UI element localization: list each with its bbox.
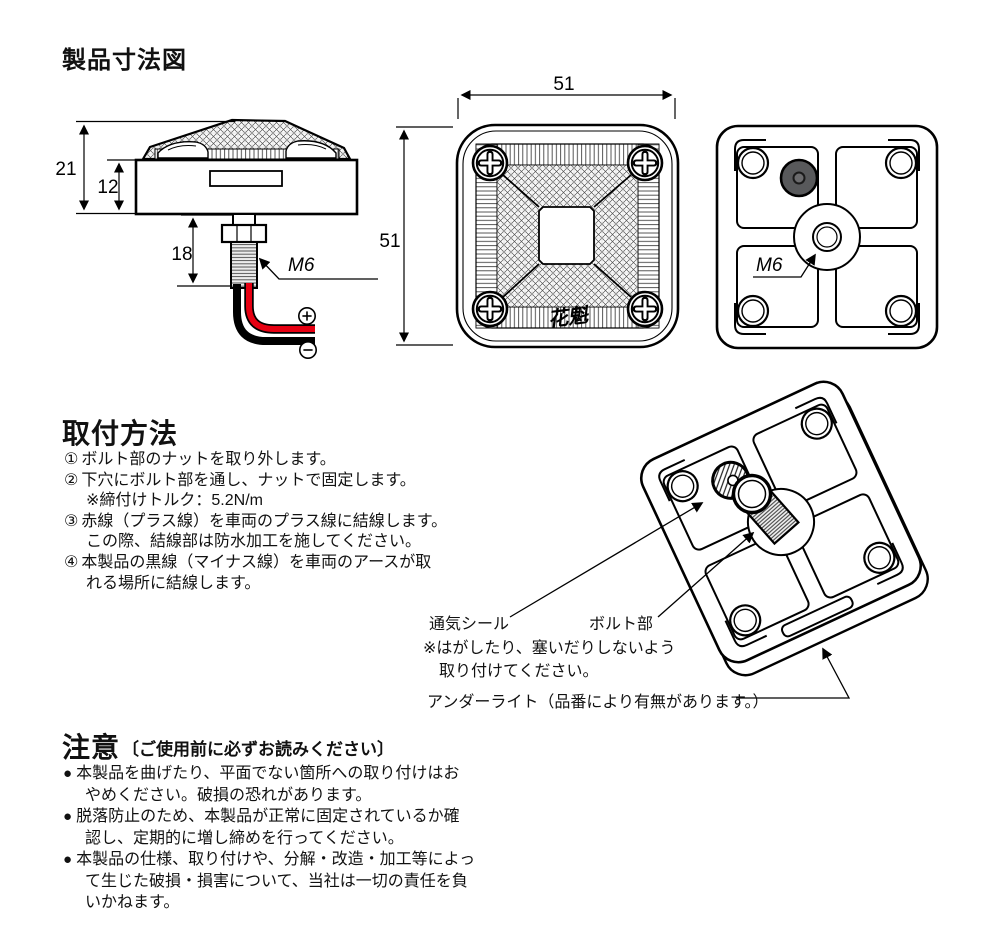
caution-text: 本製品を曲げたり、平面でない箇所への取り付けはお <box>76 765 460 782</box>
m6-leader-back <box>753 253 816 278</box>
step-text: れる場所に結線します。 <box>86 574 261 592</box>
caution-text: て生じた破損・損害について、当社は一切の責任を負 <box>85 872 468 890</box>
dim-front-width: 51 <box>553 74 574 95</box>
tilted-view-drawing <box>509 373 929 699</box>
underlight-window-side <box>209 170 283 187</box>
caution-items: ●本製品を曲げたり、平面でない箇所への取り付けはお やめください。破損の恐れがあ… <box>63 763 475 914</box>
bolt-part-label: ボルト部 <box>589 616 654 633</box>
underlight-label: アンダーライト（品番により有無があります。） <box>427 694 769 711</box>
front-view-drawing: 花魁 51 51 <box>379 74 680 349</box>
caution-heading: 注意 <box>62 732 121 763</box>
caution-text: やめください。破損の恐れがあります。 <box>85 786 372 804</box>
caution-item-3-cont: て生じた破損・損害について、当社は一切の責任を負 <box>63 871 475 893</box>
m6-leader-side <box>258 257 378 280</box>
step-text: 下穴にボルト部を通し、ナットで固定します。 <box>81 471 416 489</box>
side-dimension-lines <box>76 120 235 287</box>
bolt-side <box>220 213 268 289</box>
caution-subnote: 〔ご使用前に必ずお読みください〕 <box>122 740 394 759</box>
black-wire <box>233 284 315 345</box>
dim-bolt-length: 18 <box>171 244 192 265</box>
step-number: ④ <box>64 553 79 571</box>
thread-label-back: M6 <box>756 255 783 276</box>
lamp-base <box>134 158 359 216</box>
caution-item-2: ●脱落防止のため、本製品が正常に固定されているか確 <box>63 806 475 828</box>
bolt-tilted <box>731 473 800 546</box>
step-text: ボルト部のナットを取り外します。 <box>81 451 336 468</box>
phillips-screws <box>471 144 664 328</box>
back-view-drawing: M6 <box>715 124 939 350</box>
dim-front-height: 51 <box>379 231 400 252</box>
step-number: ① <box>64 451 79 468</box>
install-step-4-cont: れる場所に結線します。 <box>64 574 447 595</box>
caution-item-3-cont2: いかねます。 <box>63 892 475 914</box>
lens-center-panel <box>538 206 595 265</box>
caution-text: 脱落防止のため、本製品が正常に固定されているか確 <box>76 808 460 825</box>
step-number: ② <box>64 471 79 489</box>
lens-diagonals <box>502 174 632 298</box>
minus-icon <box>298 340 317 359</box>
caution-item-2-cont: 認し、定期的に増し締めを行ってください。 <box>63 828 475 850</box>
page-title: 製品寸法図 <box>62 47 187 74</box>
vent-note-line1: ※はがしたり、塞いだりしないよう <box>423 640 676 657</box>
side-view-drawing: 21 12 18 M6 <box>55 118 378 359</box>
caution-item-1: ●本製品を曲げたり、平面でない箇所への取り付けはお <box>63 763 475 785</box>
step-text: 本製品の黒線（マイナス線）を車両のアースが取 <box>81 553 432 571</box>
install-step-2-note: ※締付けトルク：5.2N/m <box>64 491 447 512</box>
red-wire <box>246 283 315 332</box>
vent-note-line2: 取り付けてください。 <box>439 663 599 680</box>
dim-base-height: 12 <box>97 177 118 198</box>
bullet-icon: ● <box>63 808 73 825</box>
underlight-leader <box>736 647 851 699</box>
dim-overall-height: 21 <box>55 159 76 180</box>
vent-seal-label: 通気シール <box>429 616 510 633</box>
bullet-icon: ● <box>63 765 73 782</box>
step-number: ③ <box>64 512 79 530</box>
caution-text: いかねます。 <box>85 894 180 911</box>
step-text: この際、結線部は防水加工を施してください。 <box>86 533 422 551</box>
vent-seal-leader <box>509 502 704 618</box>
install-heading: 取付方法 <box>62 418 179 449</box>
vent-seal-back <box>779 158 819 198</box>
bolt-leader <box>657 531 755 618</box>
caution-item-1-cont: やめください。破損の恐れがあります。 <box>63 785 475 807</box>
underlight-slot <box>781 595 854 638</box>
lens-border-stripes <box>475 143 660 329</box>
caution-text: 本製品の仕様、取り付けや、分解・改造・加工等によっ <box>76 851 476 868</box>
caution-text: 認し、定期的に増し締めを行ってください。 <box>85 829 404 847</box>
brand-logo: 花魁 <box>547 303 591 331</box>
hex-nut <box>220 223 268 244</box>
plus-icon <box>297 306 316 325</box>
caution-item-3: ●本製品の仕様、取り付けや、分解・改造・加工等によっ <box>63 849 475 871</box>
wires <box>233 283 315 345</box>
step-text: 赤線（プラス線）を車両のプラス線に結線します。 <box>81 512 448 530</box>
step-note: ※締付けトルク：5.2N/m <box>86 492 263 510</box>
front-dimension-lines <box>396 89 676 346</box>
install-step-3-cont: この際、結線部は防水加工を施してください。 <box>64 532 447 553</box>
thread-label-side: M6 <box>288 255 315 276</box>
bullet-icon: ● <box>63 851 73 868</box>
